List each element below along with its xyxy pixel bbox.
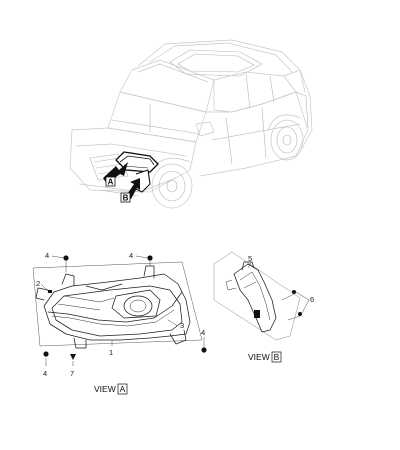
view-a-label: VIEW A [94, 383, 128, 395]
callout-4-bottom-left: 4 [43, 369, 47, 378]
callout-4-top-left: 4 [45, 251, 49, 260]
view-a-label-letter: A [120, 384, 126, 394]
view-a-detail [32, 261, 203, 349]
view-a-label-text: VIEW [94, 384, 116, 394]
view-a-callouts: 4 4 2 3 4 1 4 7 [36, 251, 205, 378]
callout-6: 6 [310, 295, 314, 304]
callout-7: 7 [70, 369, 74, 378]
view-a-marker: A [108, 178, 114, 187]
view-b-marker: B [123, 194, 129, 203]
view-a-fasteners [43, 255, 207, 360]
view-b-callouts: 5 6 [247, 254, 314, 314]
view-b-arrow: B [120, 178, 140, 203]
view-b-label: VIEW B [248, 351, 282, 363]
callout-4-top-right: 4 [129, 251, 133, 260]
callout-4-right: 4 [201, 328, 205, 337]
view-a-arrow: A [103, 162, 128, 187]
callout-2: 2 [36, 279, 40, 288]
callout-5: 5 [248, 254, 252, 263]
view-b-label-text: VIEW [248, 352, 270, 362]
callout-3: 3 [180, 321, 184, 330]
vehicle-illustration [69, 39, 313, 209]
view-b-detail [213, 251, 302, 341]
callout-1: 1 [109, 348, 113, 357]
view-b-label-letter: B [274, 352, 280, 362]
